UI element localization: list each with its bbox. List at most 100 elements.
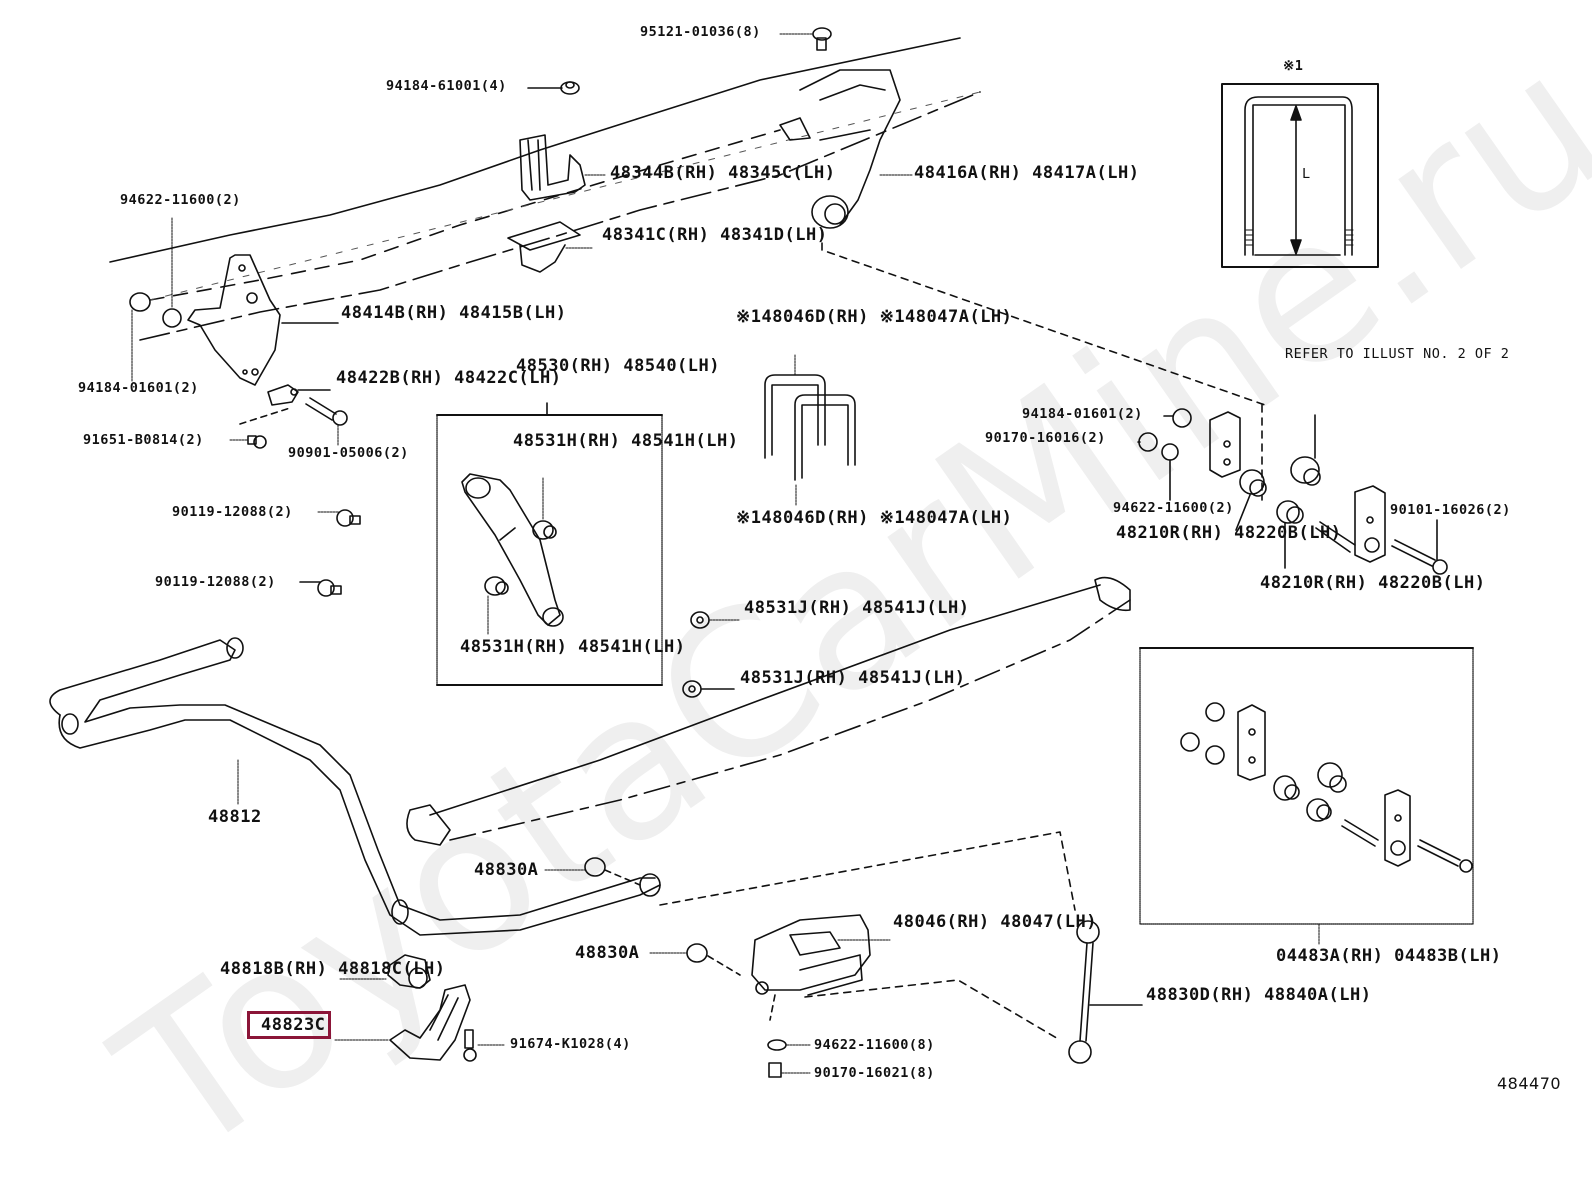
- label-48531J-b[interactable]: 48531J(RH) 48541J(LH): [740, 667, 965, 690]
- label-48341C: 48341C(RH): [602, 225, 710, 245]
- label-48531H-bottom[interactable]: 48531H(RH) 48541H(LH): [460, 636, 685, 659]
- label-48422B: 48422B(RH): [336, 368, 444, 388]
- label-48530-rh: 48530(RH): [516, 356, 613, 376]
- label-48531H-rh: 48531H(RH): [513, 431, 621, 451]
- inset-dimension-label: L: [1302, 166, 1311, 182]
- label-48220B-lh: 48220B(LH): [1378, 573, 1486, 593]
- label-94622-11600-right[interactable]: 94622-11600(2): [1113, 500, 1234, 516]
- stabilizer-link-48830D[interactable]: [1068, 920, 1143, 1064]
- bolt-90901[interactable]: [305, 397, 348, 446]
- label-48046D-bottom[interactable]: ※148046D(RH) ※148047A(LH): [736, 507, 1012, 530]
- label-48417A: 48417A(LH): [1032, 163, 1140, 183]
- shock-absorber-48530[interactable]: [436, 402, 663, 686]
- cushion-48531J-b[interactable]: [682, 680, 735, 698]
- label-04483[interactable]: 04483A(RH) 04483B(LH): [1276, 945, 1501, 968]
- bushing-48818[interactable]: [339, 954, 431, 989]
- bolt-91674[interactable]: [463, 1029, 506, 1062]
- bracket-48046[interactable]: [751, 914, 1061, 1041]
- label-48416A: 48416A(RH): [914, 163, 1022, 183]
- label-94622-11600-top[interactable]: 94622-11600(2): [120, 192, 241, 208]
- bolt-91651[interactable]: [229, 407, 291, 449]
- shackle-assembly[interactable]: [1137, 404, 1448, 575]
- label-48840A-lh: 48840A(LH): [1264, 985, 1372, 1005]
- label-48823C[interactable]: 48823C: [261, 1015, 326, 1035]
- u-bolt-48046[interactable]: [764, 354, 856, 506]
- washer-94622-bottom[interactable]: [767, 1039, 811, 1051]
- label-95121-01036[interactable]: 95121-01036(8): [640, 24, 761, 40]
- label-48541H-lh: 48541H(LH): [578, 637, 686, 657]
- label-91651-B0814[interactable]: 91651-B0814(2): [83, 432, 204, 448]
- label-48344[interactable]: 48344B(RH) 48345C(LH): [610, 162, 835, 185]
- label-90170-16016[interactable]: 90170-16016(2): [985, 430, 1106, 446]
- label-48046D-top[interactable]: ※148046D(RH) ※148047A(LH): [736, 306, 1012, 329]
- label-94184-61001[interactable]: 94184-61001(4): [386, 78, 507, 94]
- label-48830D[interactable]: 48830D(RH) 48840A(LH): [1146, 984, 1371, 1007]
- label-48812[interactable]: 48812: [208, 807, 262, 827]
- bolt-95121[interactable]: [779, 27, 832, 51]
- stabilizer-bar-48812[interactable]: [49, 637, 661, 936]
- label-48531J-rh: 48531J(RH): [740, 668, 848, 688]
- nut-94184-01601-left[interactable]: [129, 292, 151, 383]
- label-48210R-b[interactable]: 48210R(RH) 48220B(LH): [1260, 572, 1485, 595]
- nut-90170-16021[interactable]: [768, 1062, 811, 1078]
- label-90101-16026[interactable]: 90101-16026(2): [1390, 502, 1511, 518]
- refer-note-line-1: REFER TO: [1285, 346, 1355, 362]
- bushing-48531H-bottom[interactable]: [484, 576, 509, 636]
- label-90901-05006[interactable]: 90901-05006(2): [288, 445, 409, 461]
- label-48220B-lh: 48220B(LH): [1234, 523, 1342, 543]
- label-04483A-rh: 04483A(RH): [1276, 946, 1384, 966]
- label-48210R-a[interactable]: 48210R(RH) 48220B(LH): [1116, 522, 1341, 545]
- shackle-kit-box[interactable]: [1139, 647, 1474, 945]
- spacer-48341[interactable]: [507, 221, 593, 273]
- label-48341D: 48341D(LH): [720, 225, 828, 245]
- cushion-48531J-a[interactable]: [690, 611, 741, 629]
- label-48047A-lh: ※148047A(LH): [879, 508, 1013, 528]
- label-48531H-top[interactable]: 48531H(RH) 48541H(LH): [513, 430, 738, 453]
- label-04483B-lh: 04483B(LH): [1394, 946, 1502, 966]
- label-48541J-lh: 48541J(LH): [862, 598, 970, 618]
- bushing-48531H-top[interactable]: [532, 477, 557, 540]
- illustration-number: 484470: [1497, 1074, 1562, 1093]
- bushing-48830A-b[interactable]: [649, 943, 741, 976]
- label-90170-16021[interactable]: 90170-16021(8): [814, 1065, 935, 1081]
- label-48422C: 48422C(LH): [454, 368, 562, 388]
- bolt-90119-b[interactable]: [299, 579, 342, 597]
- spring-hanger-48414[interactable]: [187, 254, 339, 386]
- u-bolt-inset: [1221, 83, 1379, 268]
- label-48414[interactable]: 48414B(RH) 48415B(LH): [341, 302, 566, 325]
- highlight-box-48823C: [247, 1011, 331, 1039]
- bolt-90119-a[interactable]: [317, 509, 361, 527]
- label-48830A-a[interactable]: 48830A: [474, 860, 539, 880]
- label-48422[interactable]: 48422B(RH) 48422C(LH): [336, 367, 561, 390]
- label-48416[interactable]: 48416A(RH) 48417A(LH): [914, 162, 1139, 185]
- washer-94622-top[interactable]: [162, 217, 182, 328]
- label-48530[interactable]: 48530(RH) 48540(LH): [516, 355, 720, 378]
- label-48531J-a[interactable]: 48531J(RH) 48541J(LH): [744, 597, 969, 620]
- label-48046-rh: 48046(RH): [893, 912, 990, 932]
- leaf-spring[interactable]: [406, 576, 1131, 846]
- label-94184-01601-left[interactable]: 94184-01601(2): [78, 380, 199, 396]
- bushing-48830A-a[interactable]: [544, 857, 641, 886]
- bracket-48823C[interactable]: [334, 984, 471, 1061]
- label-94622-11600-bottom[interactable]: 94622-11600(8): [814, 1037, 935, 1053]
- label-48818[interactable]: 48818B(RH) 48818C(LH): [220, 958, 445, 981]
- label-48531H-rh: 48531H(RH): [460, 637, 568, 657]
- link-guide-line: [659, 831, 1076, 911]
- label-48046D-rh: ※148046D(RH): [736, 307, 869, 327]
- label-48344B: 48344B(RH): [610, 163, 718, 183]
- spring-hanger-48344[interactable]: [519, 134, 606, 201]
- parts-diagram: [49, 27, 1474, 1078]
- plate-48422[interactable]: [267, 384, 331, 406]
- label-48818C-lh: 48818C(LH): [338, 959, 446, 979]
- label-48341[interactable]: 48341C(RH) 48341D(LH): [602, 224, 827, 247]
- label-90119-12088-a[interactable]: 90119-12088(2): [172, 504, 293, 520]
- label-91674-K1028[interactable]: 91674-K1028(4): [510, 1036, 631, 1052]
- nut-94184-61001[interactable]: [527, 81, 580, 95]
- spring-hanger-48416[interactable]: [779, 69, 1266, 406]
- label-90119-12088-b[interactable]: 90119-12088(2): [155, 574, 276, 590]
- label-94184-01601-right[interactable]: 94184-01601(2): [1022, 406, 1143, 422]
- label-48830A-b[interactable]: 48830A: [575, 943, 640, 963]
- label-48345C: 48345C(LH): [728, 163, 836, 183]
- label-48210R-rh: 48210R(RH): [1260, 573, 1368, 593]
- label-48046-bracket[interactable]: 48046(RH) 48047(LH): [893, 911, 1097, 934]
